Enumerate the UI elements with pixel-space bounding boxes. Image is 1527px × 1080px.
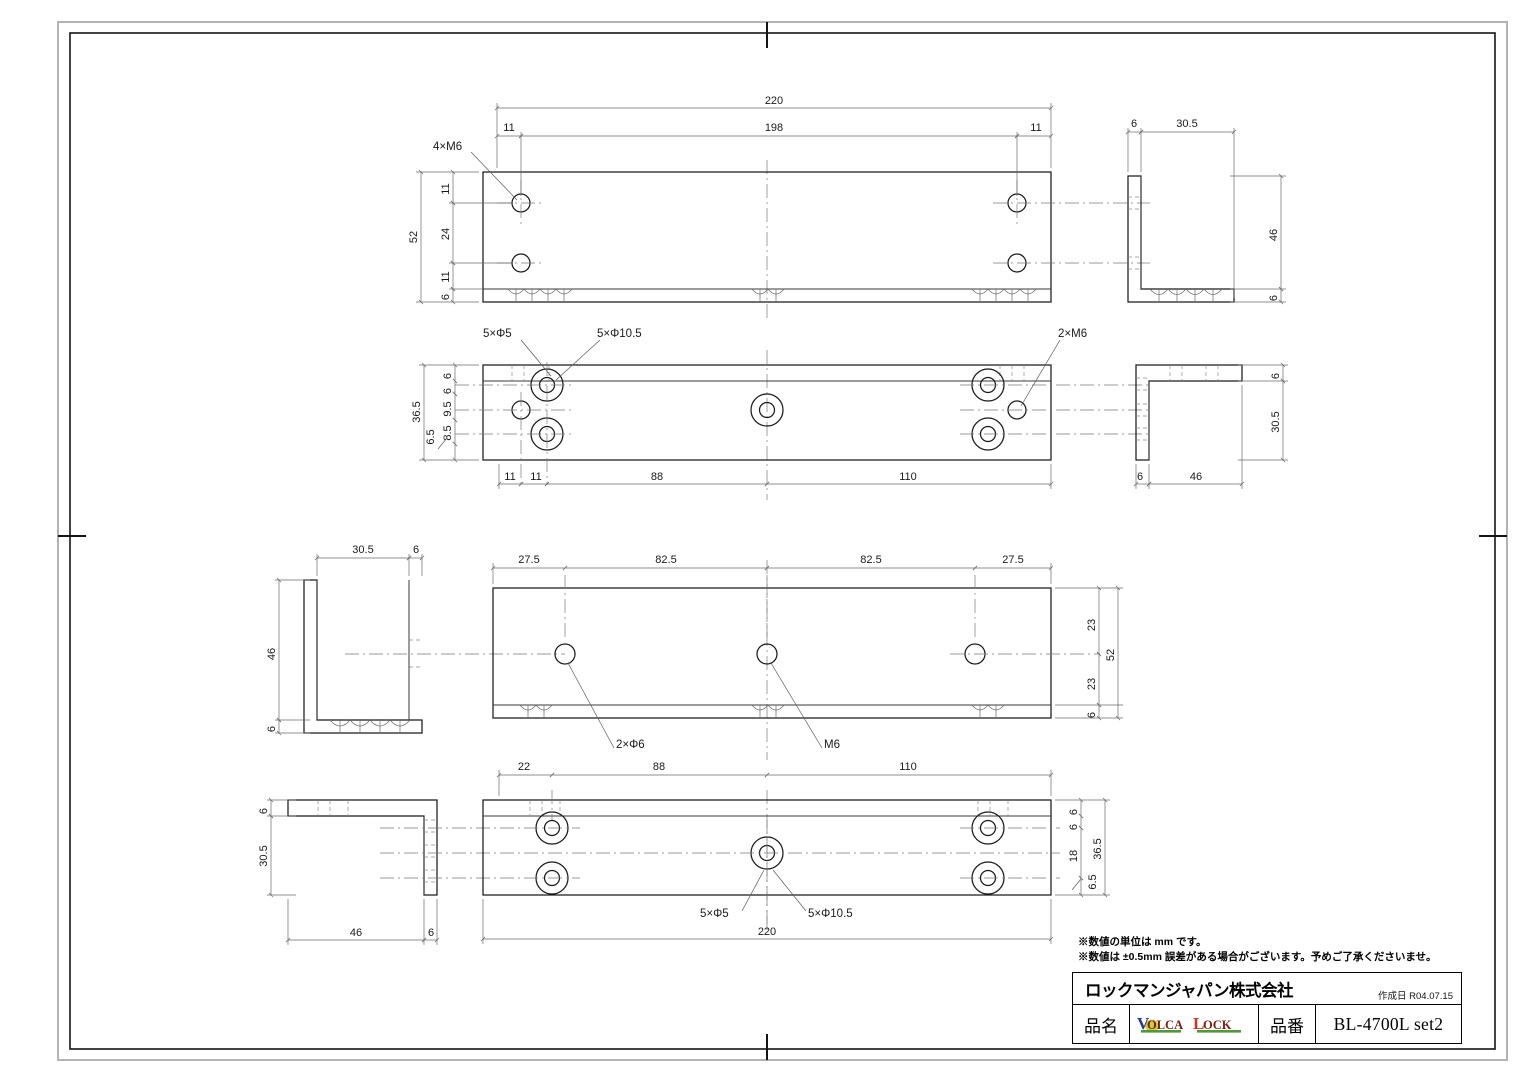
- part-number-value: BL-4700L set2: [1333, 1013, 1444, 1034]
- dim-label: 6: [258, 808, 270, 814]
- hole-m6: [756, 643, 778, 665]
- dim-label: 18: [1068, 850, 1080, 862]
- dim-label: 23: [1086, 678, 1098, 690]
- view-3-side: 30.5 6 46 6: [266, 544, 565, 736]
- dim-label: 30.5: [1176, 118, 1197, 130]
- note-line-1: ※数値の単位は mm です。: [1078, 936, 1207, 948]
- dim-label: 27.5: [1002, 554, 1023, 566]
- dim-label: 46: [266, 648, 278, 660]
- dim-label: 46: [1268, 229, 1280, 241]
- part-name-label: 品名: [1073, 1005, 1130, 1043]
- dim-label: 6: [442, 373, 454, 379]
- sheet-frame: [57, 21, 1508, 1061]
- dim-label: 11: [440, 183, 452, 194]
- volca-lock-logo-icon: V OLCA L OCK: [1137, 1014, 1241, 1033]
- dim-label: 11: [440, 271, 452, 282]
- dim-220-view1: [494, 103, 1054, 168]
- dim-label: 6: [266, 726, 278, 732]
- dim-label: 46: [1190, 471, 1202, 483]
- dim-label: 11: [530, 471, 541, 483]
- svg-text:L: L: [1193, 1014, 1204, 1033]
- company-name: ロックマンジャパン株式会社: [1085, 981, 1294, 1000]
- dim-label: 11: [503, 122, 514, 134]
- dim-label: 6: [1131, 118, 1137, 130]
- svg-text:V: V: [1137, 1014, 1150, 1033]
- dim-label: 110: [899, 761, 917, 773]
- dim-label: 6: [1270, 373, 1282, 379]
- dim-label: 6: [440, 294, 452, 300]
- dim-label: 88: [651, 471, 663, 483]
- view-1-side: 6 30.5 46 6: [1125, 118, 1286, 305]
- dim-label: 30.5: [1270, 411, 1282, 432]
- dim-label: 110: [899, 471, 917, 483]
- dim-label: 36.5: [411, 401, 423, 422]
- dim-label: 6: [1086, 712, 1098, 718]
- callout-label: 5×Φ5: [483, 328, 512, 340]
- view-4-side: 6 30.5 46 6: [258, 797, 740, 945]
- creation-date-value: R04.07.15: [1409, 991, 1453, 1002]
- dim-label: 36.5: [1092, 838, 1104, 859]
- view-4-plan: 22 88 110 6 6 18 6.5 36.5 5×Φ5 5×Φ10.5 2: [480, 761, 1110, 944]
- callout-label: 4×M6: [433, 141, 462, 153]
- creation-date: 作成日 R04.07.15: [1378, 988, 1453, 1002]
- dim-label: 30.5: [258, 845, 270, 866]
- view-1-front-top: 220 11 198 11 52 11 24: [408, 95, 1150, 305]
- dim-label: 6: [1137, 471, 1143, 483]
- dim-label: 6.5: [1087, 874, 1099, 889]
- dim-label: 6: [1068, 809, 1080, 815]
- svg-text:OLCA: OLCA: [1147, 1018, 1183, 1032]
- svg-text:OCK: OCK: [1203, 1018, 1232, 1032]
- dim-label: 27.5: [518, 554, 539, 566]
- callout-label: M6: [824, 739, 840, 751]
- dim-label: 6: [413, 544, 419, 556]
- dim-label: 220: [765, 95, 783, 107]
- view-3-elevation: 27.5 82.5 82.5 27.5 23 23 6 52 2×Φ6 M6: [490, 554, 1123, 751]
- dim-label: 46: [350, 927, 362, 939]
- note-line-2: ※数値は ±0.5mm 誤差がある場合がございます。予めご了承くださいませ。: [1078, 951, 1437, 964]
- dim-label: 88: [653, 761, 665, 773]
- view-2-side: 6 30.5 6 46: [1133, 362, 1288, 489]
- callout-label: 2×M6: [1058, 328, 1087, 340]
- brand-logo: V OLCA L OCK: [1130, 1005, 1259, 1043]
- dim-label: 11: [504, 471, 515, 483]
- unit-notes: ※数値の単位は mm です。 ※数値は ±0.5mm 誤差がある場合がございます…: [1078, 935, 1478, 965]
- part-number-label: 品番: [1259, 1005, 1316, 1043]
- dim-label: 6: [1268, 295, 1280, 301]
- dim-label: 220: [758, 926, 776, 938]
- title-block-part-row: 品名 V OLCA L OCK 品番 BL-4700L set2: [1072, 1004, 1462, 1044]
- dim-label: 82.5: [655, 554, 676, 566]
- dim-label: 6.5: [425, 429, 437, 444]
- view-2-plan: 5×Φ5 5×Φ10.5 2×M6 36.5 6 6 9.5 8.5 6.5: [411, 328, 1150, 489]
- dim-label: 6: [442, 388, 454, 394]
- hole-phi6: [554, 643, 576, 665]
- dim-label: 52: [408, 231, 420, 243]
- dim-label: 11: [1030, 122, 1041, 134]
- callout-label: 5×Φ10.5: [808, 908, 853, 920]
- dim-label: 82.5: [860, 554, 881, 566]
- callout-label: 5×Φ10.5: [597, 328, 642, 340]
- dim-label: 52: [1105, 649, 1117, 661]
- callout-label: 5×Φ5: [700, 908, 729, 920]
- title-block: ロックマンジャパン株式会社 作成日 R04.07.15 品名 V OLCA L …: [1072, 972, 1462, 1044]
- dim-label: 6: [1068, 824, 1080, 830]
- dim-label: 9.5: [442, 401, 454, 416]
- callout-label: 2×Φ6: [616, 739, 645, 751]
- dim-label: 198: [765, 122, 783, 134]
- dim-label: 6: [428, 927, 434, 939]
- dim-label: 24: [440, 228, 452, 240]
- title-block-company-row: ロックマンジャパン株式会社 作成日 R04.07.15: [1072, 972, 1462, 1004]
- creation-date-label: 作成日: [1378, 991, 1407, 1002]
- dim-label: 23: [1086, 619, 1098, 631]
- dim-label: 30.5: [352, 544, 373, 556]
- dim-label: 22: [518, 761, 530, 773]
- dim-label: 8.5: [442, 425, 454, 440]
